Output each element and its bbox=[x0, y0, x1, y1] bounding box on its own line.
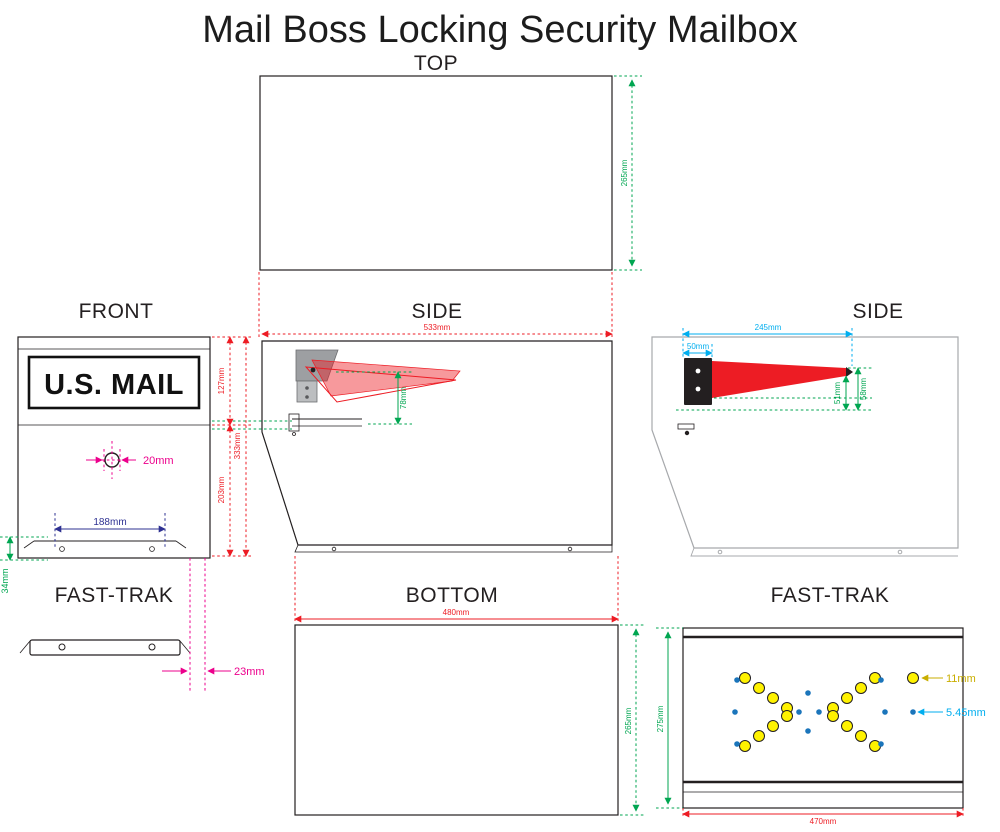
pilot-hole bbox=[732, 709, 738, 715]
pilot-hole bbox=[882, 709, 888, 715]
bracket-flange bbox=[19, 640, 31, 654]
side-body-base bbox=[294, 544, 613, 553]
bracket-hole bbox=[695, 386, 701, 392]
pilot-hole bbox=[816, 709, 822, 715]
pilot-hole bbox=[796, 709, 802, 715]
dim-plate-width-label: 470mm bbox=[810, 817, 837, 826]
pilot-hole bbox=[805, 690, 811, 696]
side-left-label: SIDE bbox=[411, 300, 462, 323]
bracket-plate bbox=[29, 639, 181, 656]
side-body-base-gray bbox=[690, 547, 958, 557]
dim-plate-height-label: 275mm bbox=[656, 705, 665, 732]
fasttrak-plate-outline bbox=[682, 627, 964, 809]
mounting-hole bbox=[855, 730, 867, 742]
dim-tip-clearance-label: 51mm bbox=[833, 382, 842, 405]
callout-hole-large bbox=[907, 672, 919, 684]
pivot-pin bbox=[310, 367, 316, 373]
dim-top-depth-label: 265mm bbox=[620, 159, 629, 186]
dim-baffle-drop-label: 78mm bbox=[399, 387, 408, 410]
dim-total-height-label: 333mm bbox=[233, 432, 242, 459]
screw bbox=[567, 546, 573, 552]
callout-hole-small bbox=[910, 709, 916, 715]
rivet bbox=[305, 395, 309, 399]
dim-door-height-label: 203mm bbox=[217, 476, 226, 503]
view-side-left: SIDE 533mm 78mm 127mm 203mm bbox=[212, 300, 613, 557]
screw bbox=[897, 549, 903, 555]
side-body-outline bbox=[261, 340, 613, 546]
bracket-hole bbox=[695, 368, 701, 374]
mounting-hole bbox=[827, 710, 839, 722]
screw bbox=[717, 549, 723, 555]
dim-bottom-width-label: 480mm bbox=[443, 608, 470, 617]
dim-bracket-height-label: 34mm bbox=[0, 568, 10, 593]
bracket-flange bbox=[179, 640, 191, 654]
view-front: FRONT U.S. MAIL 20mm 188mm bbox=[17, 300, 211, 559]
mounting-hole bbox=[841, 720, 853, 732]
fasttrak-plate-label: FAST-TRAK bbox=[771, 584, 890, 607]
dim-pilot-dia-label: 5.45mm bbox=[946, 707, 986, 719]
us-mail-plate bbox=[27, 355, 201, 410]
bottom-view-outline bbox=[294, 624, 619, 816]
screw-hole bbox=[59, 546, 65, 552]
screw-hole bbox=[149, 546, 155, 552]
mounting-hole bbox=[739, 740, 751, 752]
dim-width-label: 533mm bbox=[424, 323, 451, 332]
mounting-hole bbox=[869, 740, 881, 752]
mounting-hole bbox=[781, 710, 793, 722]
baffle-flap-red bbox=[712, 361, 846, 398]
page-title: Mail Boss Locking Security Mailbox bbox=[202, 9, 798, 51]
base-plate-flange bbox=[23, 540, 35, 549]
mounting-hole bbox=[753, 682, 765, 694]
baffle-hinge-plate bbox=[296, 380, 318, 403]
hinge-pin bbox=[684, 430, 690, 436]
view-top: TOP 265mm bbox=[259, 52, 642, 271]
dim-mount-width-label: 188mm bbox=[93, 517, 126, 528]
view-fasttrak-plate: FAST-TRAK 11mm 5.45mm 275mm 470mm bbox=[656, 584, 986, 826]
dim-bottom-depth-label: 265mm bbox=[624, 707, 633, 734]
view-bottom: BOTTOM 480mm 265mm bbox=[294, 556, 646, 816]
dim-lid-height-label: 127mm bbox=[217, 367, 226, 394]
mounting-hole-pattern bbox=[739, 672, 881, 752]
top-view-outline bbox=[259, 75, 613, 271]
mounting-hole bbox=[767, 692, 779, 704]
mounting-hole bbox=[739, 672, 751, 684]
mounting-hole bbox=[841, 692, 853, 704]
dim-back-offset-label: 23mm bbox=[234, 666, 265, 678]
mounting-hole bbox=[855, 682, 867, 694]
mounting-hole bbox=[869, 672, 881, 684]
pilot-hole bbox=[805, 728, 811, 734]
pilot-hole bbox=[734, 677, 740, 683]
view-fasttrak-front: FAST-TRAK 34mm 23mm bbox=[0, 536, 265, 692]
pilot-hole bbox=[734, 741, 740, 747]
view-side-right: SIDE 245mm 50mm 58mm 51mm bbox=[651, 300, 959, 557]
rivet bbox=[305, 386, 309, 390]
mounting-hole bbox=[753, 730, 765, 742]
top-view-label: TOP bbox=[414, 52, 458, 75]
baffle-tip bbox=[846, 367, 853, 377]
pilot-hole-pattern bbox=[732, 677, 888, 747]
fasttrak-front-label: FAST-TRAK bbox=[55, 584, 174, 607]
base-plate-flange bbox=[175, 540, 187, 549]
baffle-bracket bbox=[295, 349, 339, 382]
latch-block bbox=[288, 413, 300, 432]
bracket-hole bbox=[58, 643, 66, 651]
latch-pin bbox=[292, 432, 296, 436]
hinge-detail bbox=[677, 423, 695, 430]
side-right-label: SIDE bbox=[852, 300, 903, 323]
dim-bracket-width-label: 50mm bbox=[687, 342, 710, 351]
pilot-hole bbox=[878, 741, 884, 747]
bracket-hole bbox=[148, 643, 156, 651]
dim-hole-dia-label: 20mm bbox=[143, 455, 174, 467]
dim-baffle-length-label: 245mm bbox=[755, 323, 782, 332]
pilot-hole bbox=[878, 677, 884, 683]
us-mail-text: U.S. MAIL bbox=[44, 369, 184, 401]
dim-hole-dia-label: 11mm bbox=[946, 673, 976, 685]
bottom-view-label: BOTTOM bbox=[406, 584, 498, 607]
screw bbox=[331, 546, 337, 552]
baffle-bracket-dark bbox=[684, 358, 712, 405]
front-view-label: FRONT bbox=[79, 300, 154, 323]
dim-tip-height-label: 58mm bbox=[859, 378, 868, 401]
mounting-hole bbox=[767, 720, 779, 732]
